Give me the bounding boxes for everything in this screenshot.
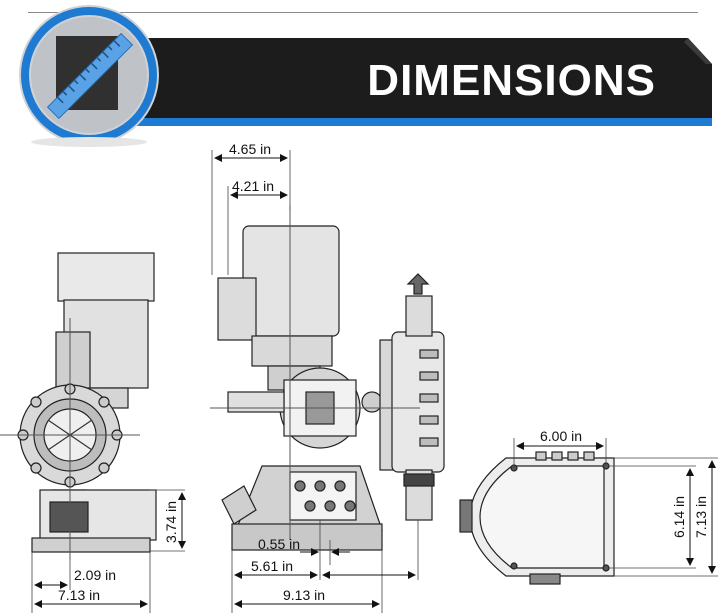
pump-side-view — [17, 252, 157, 553]
ruler-icon — [19, 5, 159, 147]
dim-center-offset-small: 0.55 in — [258, 536, 300, 552]
page-title: DIMENSIONS — [367, 56, 656, 105]
header-banner — [92, 38, 712, 126]
dim-top-inner-width: 4.21 in — [232, 178, 274, 194]
dim-side-height: 3.74 in — [163, 501, 179, 543]
dimension-drawing: 3.74 in 2.09 in 7.13 in — [0, 141, 718, 613]
dim-top-outer-width: 4.65 in — [229, 141, 271, 157]
dim-center-total-width: 9.13 in — [283, 587, 325, 603]
dim-left-outer-width: 7.13 in — [58, 587, 100, 603]
dim-left-inner-width: 2.09 in — [74, 567, 116, 583]
pump-front-view — [217, 225, 445, 551]
top-rule — [28, 12, 698, 13]
dim-center-offset: 5.61 in — [251, 558, 293, 574]
dim-right-top-width: 6.00 in — [540, 428, 582, 444]
dim-right-outer-height: 7.13 in — [693, 496, 709, 538]
pump-top-view — [459, 451, 615, 585]
dim-right-inner-height: 6.14 in — [671, 496, 687, 538]
